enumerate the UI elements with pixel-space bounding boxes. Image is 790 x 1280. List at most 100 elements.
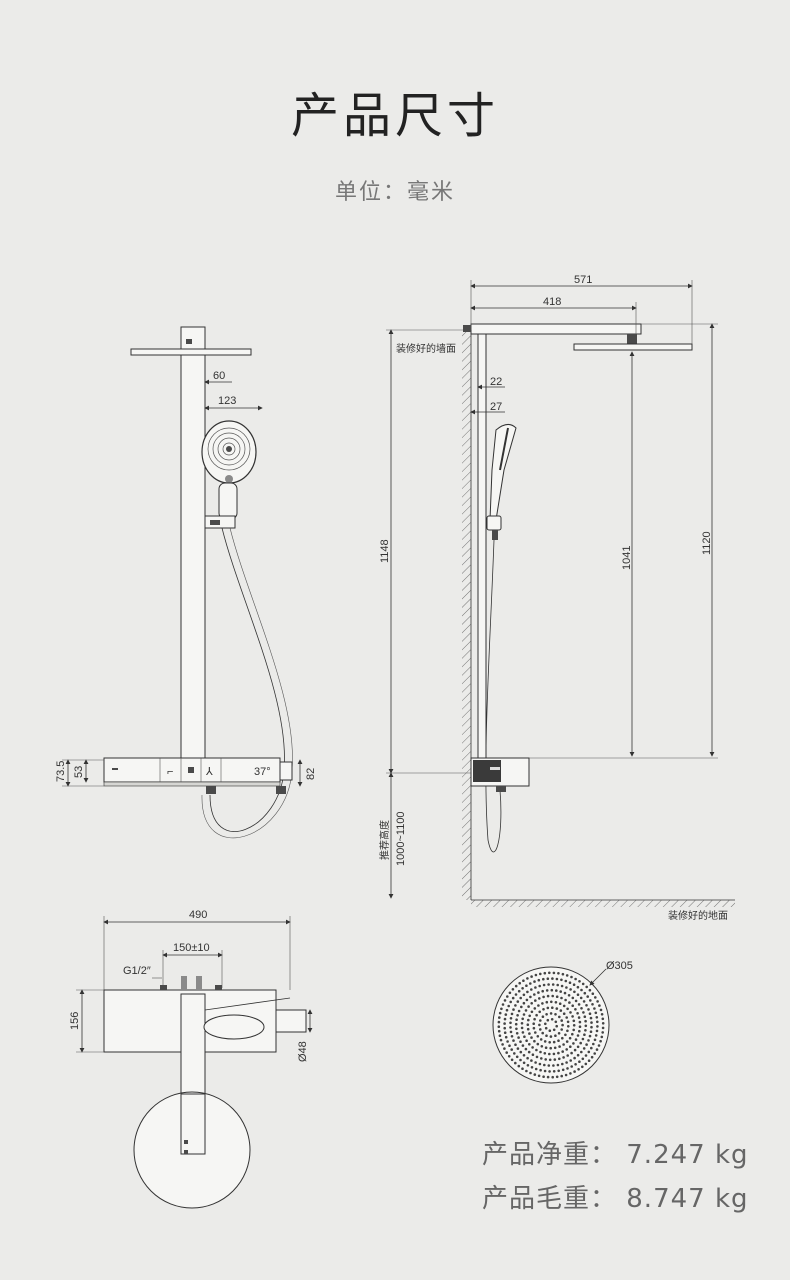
nozzle-dot bbox=[511, 988, 515, 991]
dim-490: 490 bbox=[189, 909, 207, 921]
nozzle-dot bbox=[546, 1006, 550, 1010]
nozzle-dot bbox=[601, 1022, 605, 1025]
nozzle-dot bbox=[574, 1063, 577, 1066]
nozzle-dot bbox=[562, 1043, 565, 1046]
nozzle-dot bbox=[515, 1032, 519, 1035]
nozzle-dot bbox=[560, 1028, 563, 1031]
dim-1041: 1041 bbox=[621, 546, 633, 570]
nozzle-dot bbox=[576, 1045, 580, 1049]
nozzle-dot bbox=[595, 1048, 599, 1051]
nozzle-dot bbox=[559, 1009, 563, 1012]
nozzle-dot bbox=[569, 1072, 572, 1075]
nozzle-dot bbox=[599, 1039, 602, 1043]
nozzle-dot bbox=[551, 1075, 554, 1079]
nozzle-dot bbox=[551, 977, 554, 980]
nozzle-dot bbox=[504, 1035, 508, 1039]
nozzle-dot bbox=[574, 977, 577, 981]
nozzle-dot bbox=[514, 1022, 518, 1026]
nozzle-dot bbox=[522, 1013, 526, 1016]
nozzle-dot bbox=[514, 1061, 517, 1065]
nozzle-dot bbox=[561, 1036, 564, 1040]
nozzle-dot bbox=[595, 1016, 599, 1019]
nozzle-dot bbox=[555, 1007, 559, 1010]
shower-arm bbox=[470, 323, 642, 335]
nozzle-dot bbox=[578, 1060, 581, 1063]
nozzle-dot bbox=[585, 985, 588, 989]
nozzle-dot bbox=[557, 972, 560, 975]
nozzle-dot bbox=[561, 1050, 564, 1053]
nozzle-dot bbox=[541, 989, 544, 993]
nozzle-dot bbox=[578, 1029, 581, 1033]
nozzle-dot bbox=[593, 1052, 596, 1055]
rain-head-nozzles bbox=[497, 971, 605, 1079]
nozzle-dot bbox=[566, 1007, 569, 1011]
nozzle-dot bbox=[564, 1033, 567, 1037]
nozzle-dot bbox=[530, 1010, 534, 1014]
nozzle-dot bbox=[506, 995, 509, 998]
nozzle-dot bbox=[555, 989, 558, 992]
nozzle-dot bbox=[584, 1019, 587, 1023]
page-title: 产品尺寸 bbox=[290, 88, 499, 144]
nozzle-dot bbox=[539, 1050, 542, 1054]
nozzle-dot bbox=[583, 991, 587, 995]
nozzle-dot bbox=[548, 1029, 552, 1032]
dim-1120: 1120 bbox=[701, 531, 713, 555]
nozzle-dot bbox=[528, 1043, 531, 1046]
nozzle-dot bbox=[554, 1013, 557, 1016]
nozzle-dot bbox=[500, 1007, 503, 1011]
nozzle-dot bbox=[519, 1050, 523, 1054]
head-face-view: Ø305 bbox=[492, 960, 633, 1084]
button-hand-icon: ⅄ bbox=[205, 766, 213, 778]
floor-label: 装修好的地面 bbox=[668, 909, 728, 922]
nozzle-dot bbox=[526, 1027, 530, 1031]
nozzle-dot bbox=[564, 979, 568, 983]
nozzle-dot bbox=[537, 978, 541, 982]
nozzle-dot bbox=[552, 971, 556, 975]
nozzle-dot bbox=[535, 1013, 538, 1017]
panel-temp: 37° bbox=[254, 766, 271, 778]
nozzle-dot bbox=[576, 985, 580, 989]
nozzle-dot bbox=[569, 1011, 572, 1014]
nozzle-dot bbox=[565, 1016, 568, 1019]
nozzle-dot bbox=[561, 972, 565, 976]
nozzle-dot bbox=[530, 1059, 533, 1062]
nozzle-dot bbox=[572, 1042, 575, 1045]
nozzle-dot bbox=[580, 1050, 583, 1054]
nozzle-dot bbox=[509, 1017, 513, 1020]
nozzle-dot bbox=[572, 983, 576, 986]
nozzle-dot bbox=[535, 1048, 538, 1052]
nozzle-dot bbox=[547, 983, 550, 986]
nozzle-dot bbox=[579, 996, 583, 1000]
nozzle-dot bbox=[542, 1075, 545, 1078]
nozzle-dot bbox=[588, 1034, 592, 1038]
nozzle-dot bbox=[543, 1063, 546, 1067]
dim-g12: G1/2″ bbox=[123, 965, 151, 977]
nozzle-dot bbox=[557, 1069, 560, 1073]
nozzle-dot bbox=[597, 1044, 601, 1047]
side-panel-front bbox=[473, 760, 501, 782]
nozzle-dot bbox=[565, 1048, 568, 1051]
nozzle-dot bbox=[556, 1063, 560, 1067]
button-stop-icon bbox=[188, 767, 194, 773]
nozzle-dot bbox=[601, 1017, 605, 1021]
nozzle-dot bbox=[566, 1054, 569, 1057]
nozzle-dot bbox=[582, 1000, 586, 1003]
nozzle-dot bbox=[587, 1059, 591, 1062]
nozzle-dot bbox=[579, 1041, 582, 1045]
nozzle-dot bbox=[554, 1001, 558, 1004]
nozzle-dot bbox=[532, 1026, 536, 1030]
nozzle-dot bbox=[552, 1070, 556, 1073]
nozzle-dot bbox=[538, 1010, 541, 1014]
nozzle-dot bbox=[545, 1000, 549, 1004]
nozzle-dot bbox=[590, 1025, 593, 1029]
nozzle-dot bbox=[578, 980, 581, 983]
nozzle-dot bbox=[540, 1057, 543, 1060]
nozzle-dot bbox=[522, 1061, 526, 1065]
nozzle-dot bbox=[566, 1029, 569, 1033]
nozzle-dot bbox=[592, 1042, 595, 1046]
nozzle-dot bbox=[545, 1013, 548, 1016]
nozzle-dot bbox=[548, 1058, 552, 1062]
nozzle-dot bbox=[568, 981, 572, 984]
nozzle-dot bbox=[522, 1054, 526, 1057]
side-column bbox=[477, 333, 487, 759]
